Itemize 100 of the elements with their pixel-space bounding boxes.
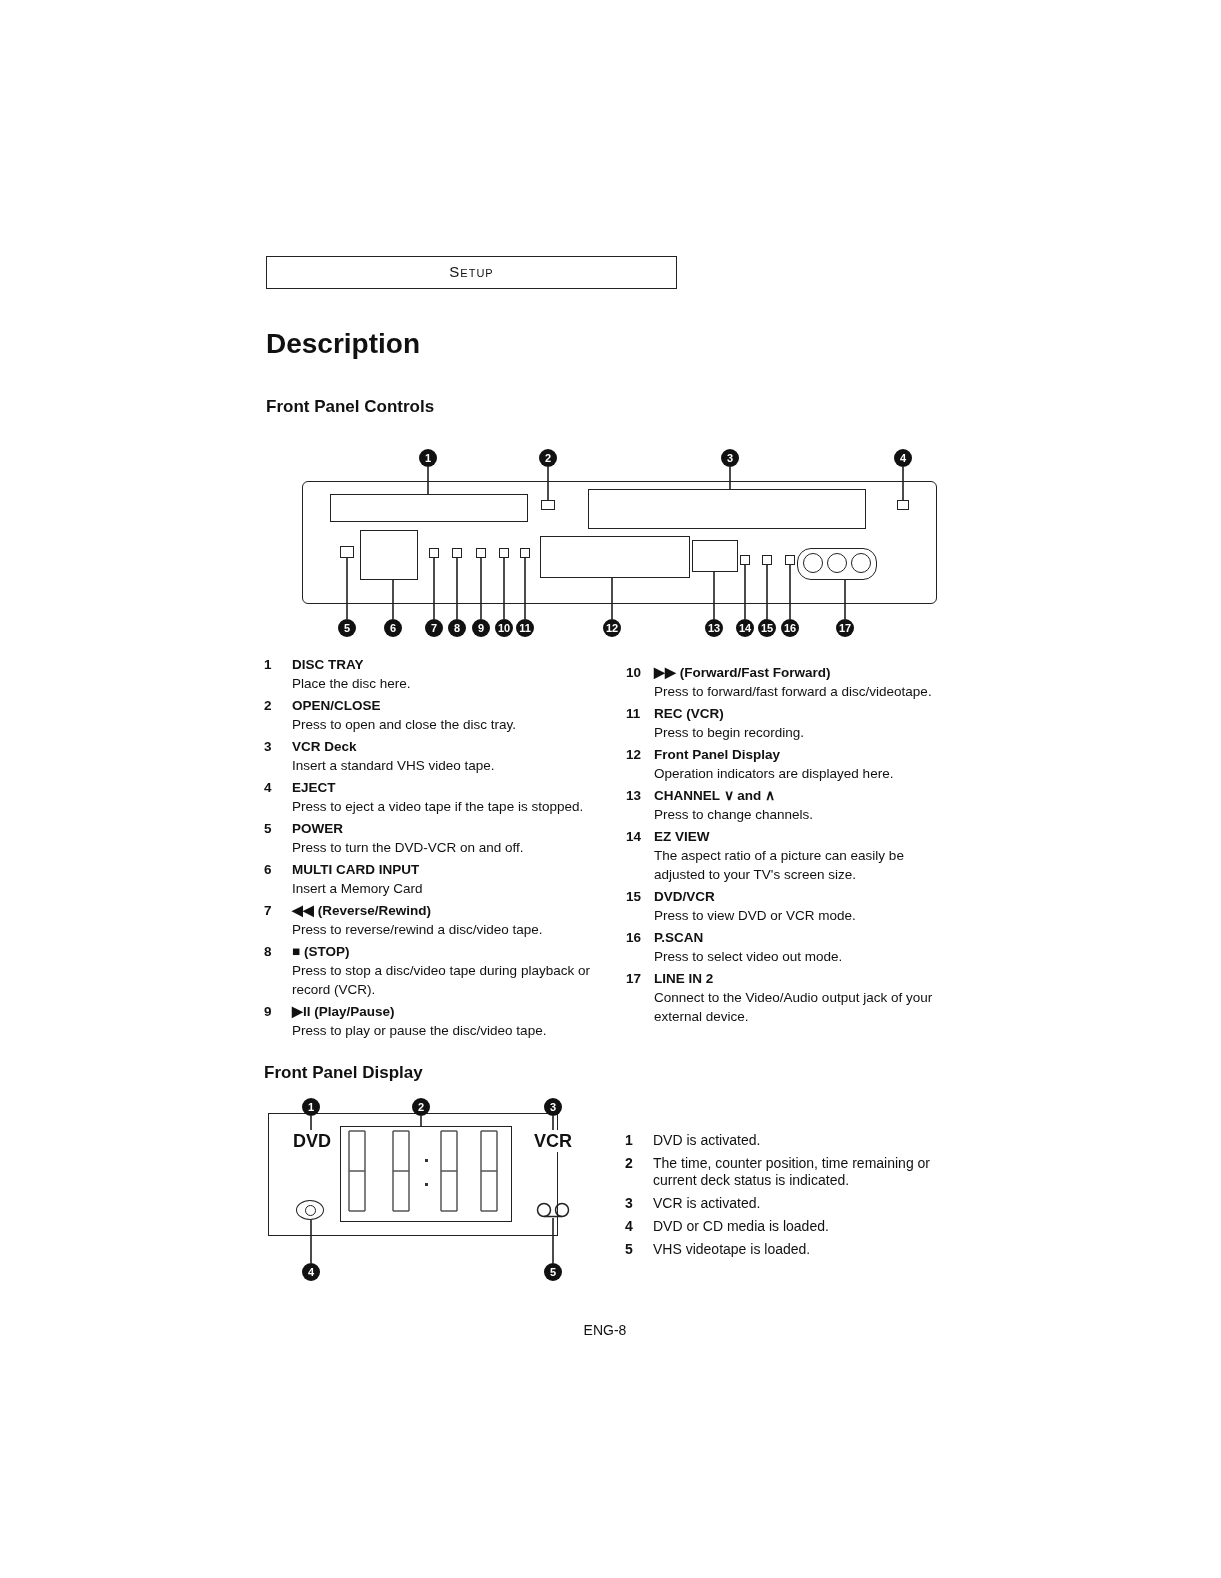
callout-number: 11 bbox=[516, 619, 534, 637]
item-number: 4 bbox=[264, 779, 272, 797]
disc-icon bbox=[296, 1200, 324, 1220]
item-number: 16 bbox=[626, 929, 642, 947]
item-number: 14 bbox=[626, 828, 642, 846]
item-description: Press to forward/fast forward a disc/videotape. bbox=[654, 683, 933, 701]
item-number: 7 bbox=[264, 902, 272, 920]
item-heading: OPEN/CLOSE bbox=[292, 697, 382, 715]
callout-number: 12 bbox=[603, 619, 621, 637]
card-slot bbox=[360, 530, 418, 580]
disc-tray bbox=[330, 494, 528, 522]
digit-display bbox=[340, 1126, 512, 1222]
item-heading: ◀◀ (Reverse/Rewind) bbox=[292, 902, 433, 920]
page-title: Description bbox=[266, 328, 421, 360]
leader-line bbox=[480, 557, 482, 620]
item-description: Press to stop a disc/video tape during playback or record (VCR). bbox=[292, 962, 591, 999]
callout-number: 3 bbox=[721, 449, 739, 467]
item-number: 5 bbox=[625, 1241, 633, 1258]
callout-number: 1 bbox=[302, 1098, 320, 1116]
item-description: The aspect ratio of a picture can easily be adjusted to your TV's screen size. bbox=[654, 847, 905, 884]
cassette-icon bbox=[535, 1202, 571, 1218]
item-heading: CHANNEL ∨ and ∧ bbox=[654, 787, 776, 805]
item-heading: ■ (STOP) bbox=[292, 943, 351, 961]
item-heading: ▶II (Play/Pause) bbox=[292, 1003, 396, 1021]
item-number: 1 bbox=[264, 656, 272, 674]
item-number: 2 bbox=[264, 697, 272, 715]
callout-number: 16 bbox=[781, 619, 799, 637]
item-heading: REC (VCR) bbox=[654, 705, 725, 723]
item-heading: POWER bbox=[292, 820, 344, 838]
button bbox=[785, 555, 795, 565]
callout-number: 5 bbox=[544, 1263, 562, 1281]
item-number: 17 bbox=[626, 970, 642, 988]
item-number: 6 bbox=[264, 861, 272, 879]
tape-slot bbox=[588, 489, 866, 529]
item-heading: Front Panel Display bbox=[654, 746, 782, 764]
button bbox=[762, 555, 772, 565]
jack-panel bbox=[797, 548, 877, 580]
item-description: DVD or CD media is loaded. bbox=[653, 1218, 830, 1235]
leader-line bbox=[611, 577, 613, 620]
item-number: 15 bbox=[626, 888, 642, 906]
item-number: 11 bbox=[626, 705, 641, 723]
leader-line bbox=[744, 564, 746, 620]
callout-number: 14 bbox=[736, 619, 754, 637]
item-description: Press to play or pause the disc/video tape. bbox=[292, 1022, 548, 1040]
button bbox=[452, 548, 462, 558]
leader-line bbox=[552, 1217, 554, 1264]
item-description: Operation indicators are displayed here. bbox=[654, 765, 895, 783]
callout-number: 15 bbox=[758, 619, 776, 637]
leader-line bbox=[789, 564, 791, 620]
callout-number: 7 bbox=[425, 619, 443, 637]
item-number: 13 bbox=[626, 787, 642, 805]
button bbox=[740, 555, 750, 565]
leader-line bbox=[902, 466, 904, 501]
item-description: Insert a Memory Card bbox=[292, 880, 424, 898]
item-description: Press to view DVD or VCR mode. bbox=[654, 907, 857, 925]
item-number: 3 bbox=[625, 1195, 633, 1212]
item-number: 10 bbox=[626, 664, 642, 682]
callout-number: 8 bbox=[448, 619, 466, 637]
callout-number: 2 bbox=[539, 449, 557, 467]
item-number: 9 bbox=[264, 1003, 272, 1021]
page-number: ENG-8 bbox=[582, 1322, 628, 1338]
item-description: Press to open and close the disc tray. bbox=[292, 716, 518, 734]
leader-line bbox=[547, 466, 549, 501]
item-heading: P.SCAN bbox=[654, 929, 705, 947]
callout-number: 4 bbox=[302, 1263, 320, 1281]
button bbox=[520, 548, 530, 558]
item-description: The time, counter position, time remaining or current deck status is indicated. bbox=[653, 1155, 931, 1189]
button bbox=[541, 500, 555, 510]
item-description: Press to eject a video tape if the tape is stopped. bbox=[292, 798, 585, 816]
leader-line bbox=[524, 557, 526, 620]
item-description: Insert a standard VHS video tape. bbox=[292, 757, 496, 775]
item-description: Place the disc here. bbox=[292, 675, 412, 693]
item-description: Press to change channels. bbox=[654, 806, 815, 824]
item-heading: EZ VIEW bbox=[654, 828, 711, 846]
callout-number: 10 bbox=[495, 619, 513, 637]
item-description: Press to begin recording. bbox=[654, 724, 806, 742]
callout-number: 2 bbox=[412, 1098, 430, 1116]
leader-line bbox=[433, 557, 435, 620]
item-number: 12 bbox=[626, 746, 642, 764]
leader-line bbox=[552, 1115, 554, 1131]
leader-line bbox=[729, 466, 731, 490]
button bbox=[340, 546, 354, 558]
button-panel bbox=[692, 540, 738, 572]
section-heading: Front Panel Display bbox=[264, 1063, 423, 1083]
callout-number: 5 bbox=[338, 619, 356, 637]
leader-line bbox=[456, 557, 458, 620]
callout-number: 3 bbox=[544, 1098, 562, 1116]
item-heading: DVD/VCR bbox=[654, 888, 716, 906]
leader-line bbox=[427, 466, 429, 495]
callout-number: 9 bbox=[472, 619, 490, 637]
item-number: 4 bbox=[625, 1218, 633, 1235]
leader-line bbox=[392, 579, 394, 620]
callout-number: 17 bbox=[836, 619, 854, 637]
item-number: 2 bbox=[625, 1155, 633, 1172]
item-description: Press to turn the DVD-VCR on and off. bbox=[292, 839, 525, 857]
item-heading: EJECT bbox=[292, 779, 337, 797]
button bbox=[476, 548, 486, 558]
item-number: 5 bbox=[264, 820, 272, 838]
display-window bbox=[540, 536, 690, 578]
callout-number: 1 bbox=[419, 449, 437, 467]
